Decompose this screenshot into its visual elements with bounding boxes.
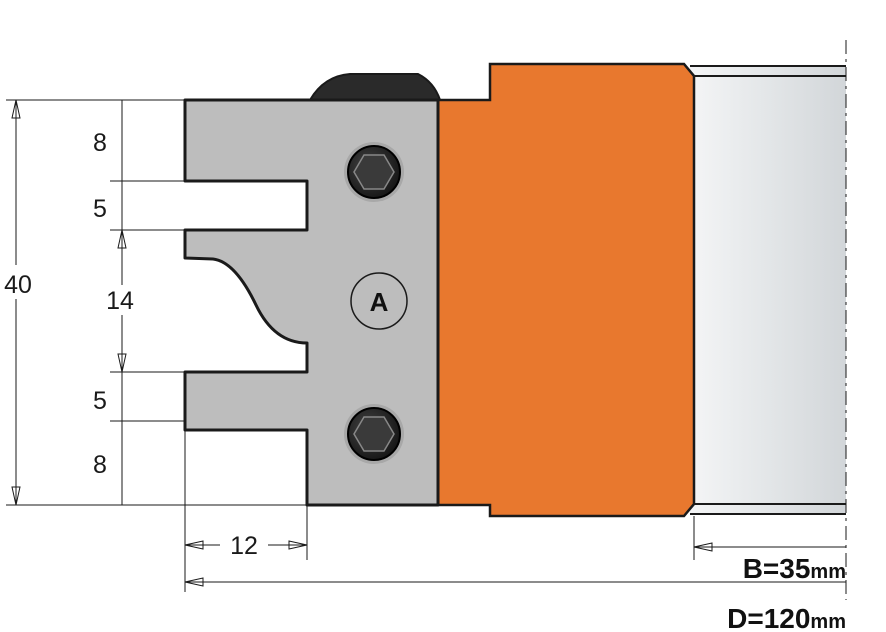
total-height-dimension: 40 [0,99,34,506]
orange-cutter-body [436,62,696,518]
profile-depth-dimension: 12 [184,530,308,560]
d-dimension [184,577,846,587]
hex-socket-icon [353,416,395,452]
top-bolt [344,142,404,202]
dim-segment-4: 5 [93,387,107,415]
bottom-bolt [344,404,404,464]
dim-segment-3: 14 [106,287,134,315]
spec-d: D=120mm [727,603,846,632]
dim-segment-5: 8 [93,451,107,479]
spec-b-unit: mm [810,561,846,583]
dim-segment-2: 5 [93,195,107,223]
steel-shank [690,40,847,600]
knife-marker-label: A [370,287,389,317]
spec-b: B=35mm [743,553,846,584]
spec-b-value: B=35 [743,553,811,584]
segment-dimensions: 8 5 14 5 8 [90,100,142,505]
hex-socket-icon [353,154,395,190]
clamp-cap [308,73,442,101]
spec-d-unit: mm [810,611,846,632]
dim-profile-depth: 12 [230,532,258,560]
b-dimension [693,542,846,552]
dim-total-height: 40 [4,271,32,299]
knife-marker: A [350,272,408,330]
dim-segment-1: 8 [93,129,107,157]
spec-d-value: D=120 [727,603,810,632]
